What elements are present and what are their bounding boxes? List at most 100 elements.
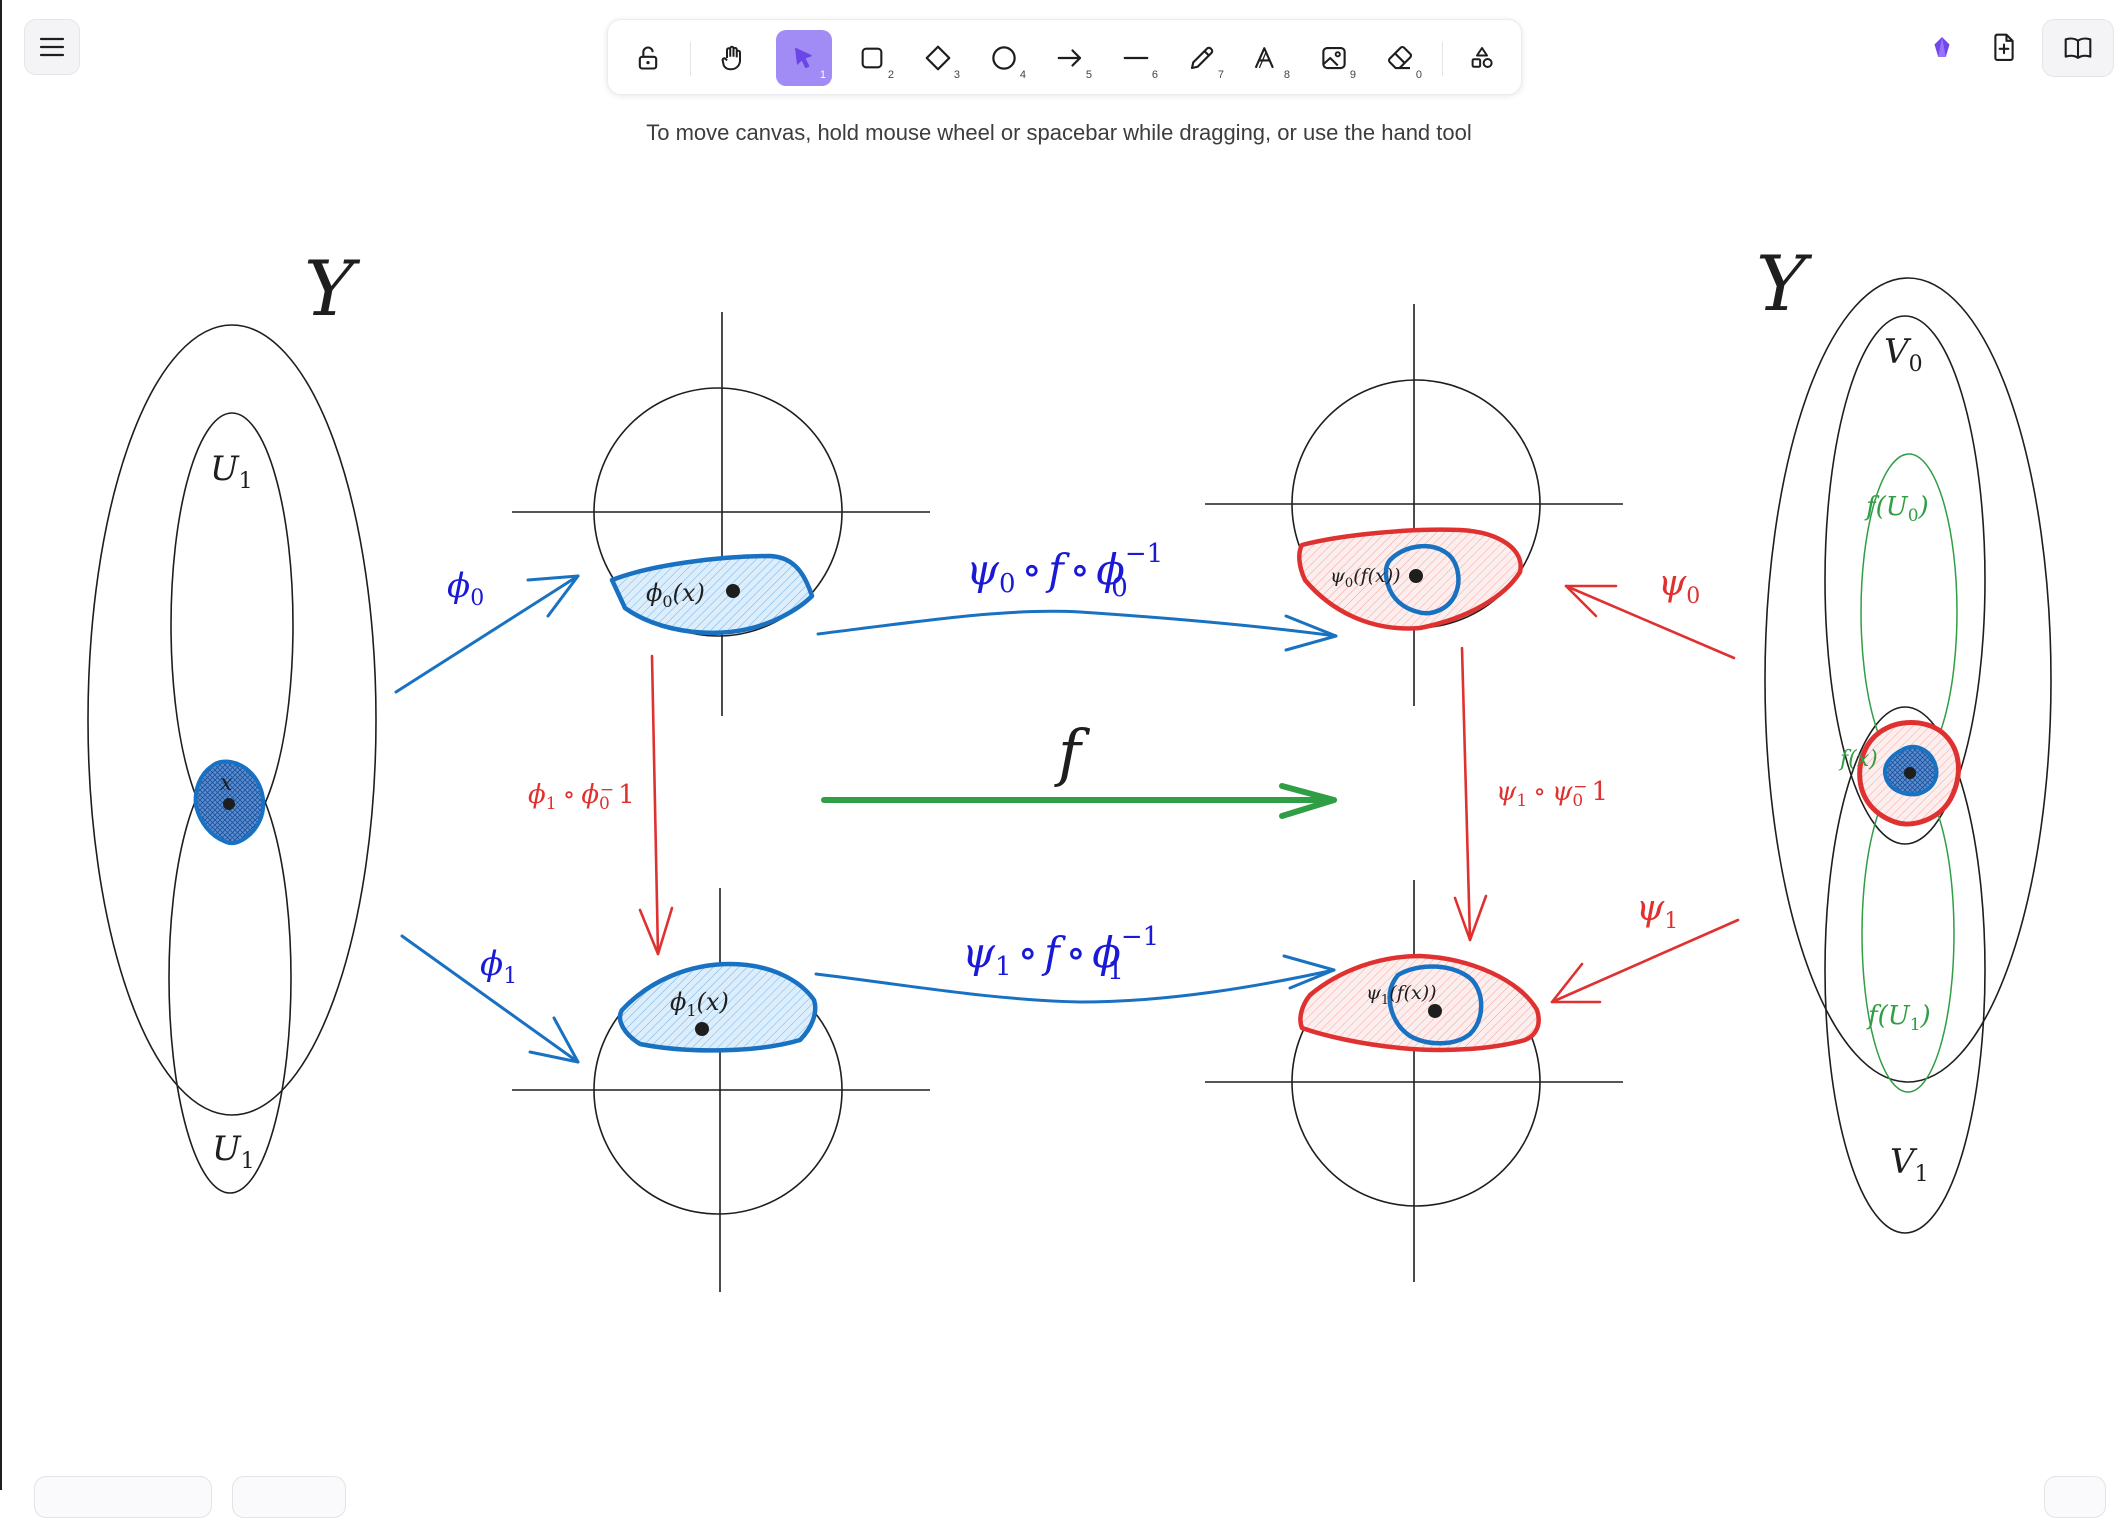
- v-lower-label: V1: [1890, 1142, 1929, 1187]
- shortcut-key: 3: [953, 69, 960, 81]
- fx-label: f(x): [1838, 747, 1878, 772]
- toolbar-separator: [690, 42, 691, 76]
- lock-tool-button[interactable]: [620, 30, 676, 86]
- unlock-icon: [638, 46, 658, 70]
- arrow-transition-bottom: [814, 954, 1336, 1004]
- text-icon: [1254, 47, 1274, 69]
- space-y-label-left: Y: [304, 244, 361, 333]
- help-button[interactable]: [2044, 1476, 2106, 1518]
- f-u0-label: f(U0): [1864, 492, 1929, 526]
- diamond-tool-button[interactable]: 3: [910, 30, 966, 86]
- hand-tool-button[interactable]: [704, 30, 760, 86]
- psi-transition-label: ψ1∘ψ0−1: [1496, 777, 1608, 811]
- arrow-tool-button[interactable]: 5: [1042, 30, 1098, 86]
- rectangle-icon: [861, 47, 883, 69]
- left-space-diagram: x Y U1 U1: [87, 244, 377, 1194]
- arrow-right-icon: [1057, 49, 1082, 67]
- arrow-psi1: [1550, 918, 1740, 1004]
- shortcut-key: 1: [819, 69, 826, 81]
- space-outer-ellipse: [87, 324, 377, 1116]
- f-arrow-label: f: [1054, 716, 1091, 789]
- shortcut-key: 5: [1085, 69, 1092, 81]
- extra-tools-button[interactable]: [1454, 30, 1510, 86]
- canvas-left-border: [0, 0, 2, 1490]
- main-menu-button[interactable]: [24, 19, 80, 75]
- diamond-icon: [925, 45, 951, 71]
- text-tool-button[interactable]: 8: [1240, 30, 1296, 86]
- psi0-arrow-label: ψ0: [1658, 563, 1700, 609]
- arrow-psi0: [1564, 584, 1736, 660]
- eraser-icon: [1387, 45, 1413, 70]
- shortcut-key: 8: [1283, 69, 1290, 81]
- phi1-arrow-label: ϕ1: [480, 944, 517, 989]
- psi0-fx-label: ψ0(f(x)): [1330, 565, 1401, 591]
- pencil-icon: [1190, 46, 1214, 70]
- phi1-x-label: ϕ1(x): [670, 988, 729, 1020]
- shortcut-key: 7: [1217, 69, 1224, 81]
- right-space-diagram: f(x) Y V0 V1 f(U0) f(U1): [1756, 239, 2052, 1234]
- chart-phi0-diagram: ϕ0(x): [512, 312, 930, 716]
- point-x-dot: [223, 798, 235, 810]
- image-phi0-region: [609, 553, 815, 636]
- phi0-arrow-label: ϕ0: [447, 566, 484, 611]
- chart-psi1-diagram: ψ1(f(x)): [1205, 880, 1623, 1282]
- arrow-psi-transition: [1453, 646, 1488, 942]
- selection-tool-button[interactable]: 1: [776, 30, 832, 86]
- psi1-arrow-label: ψ1: [1636, 888, 1678, 934]
- library-button[interactable]: [2042, 19, 2114, 77]
- new-document-button[interactable]: [1976, 19, 2032, 75]
- chart-phi1-diagram: ϕ1(x): [512, 888, 930, 1292]
- circle-icon: [992, 46, 1016, 70]
- u-lower-label: U1: [212, 1129, 255, 1174]
- psi1-fx-label: ψ1(f(x)): [1366, 982, 1437, 1008]
- phi-transition-label: ϕ1∘ϕ0−1: [528, 780, 635, 814]
- undo-redo-controls[interactable]: [232, 1476, 346, 1518]
- u-upper-label: U1: [210, 449, 253, 494]
- phi0-x-label: ϕ0(x): [646, 579, 705, 611]
- shortcut-key: 4: [1019, 69, 1026, 81]
- arrow-phi0: [394, 574, 580, 694]
- eraser-tool-button[interactable]: 0: [1372, 30, 1428, 86]
- shortcut-key: 2: [887, 69, 894, 81]
- image-psi1-region: [1298, 953, 1541, 1053]
- arrow-transition-top: [816, 609, 1338, 652]
- open-set-v-upper: [1824, 315, 1986, 845]
- image-psi0-fx-region: [1383, 544, 1461, 616]
- tool-palette: 1 2 3 4 5 6 7: [607, 19, 1522, 95]
- image-phi1-region: [617, 961, 818, 1053]
- space-y-label-right: Y: [1756, 239, 1813, 328]
- library-gem-icon: [1934, 37, 1950, 57]
- toolbar-separator: [1442, 42, 1443, 76]
- hand-icon: [721, 45, 741, 71]
- v-upper-label: V0: [1884, 332, 1923, 377]
- hamburger-icon: [39, 37, 65, 57]
- f-u1-label: f(U1): [1866, 1001, 1931, 1035]
- space-outer-ellipse: [1764, 277, 2052, 1083]
- point-x-label: x: [220, 771, 233, 796]
- arrow-phi-transition: [638, 654, 674, 956]
- open-set-v-lower: [1824, 706, 1986, 1234]
- zoom-controls[interactable]: [34, 1476, 212, 1518]
- collaborator-button[interactable]: [1914, 19, 1970, 75]
- draw-tool-button[interactable]: 7: [1174, 30, 1230, 86]
- shortcut-key: 0: [1415, 69, 1422, 81]
- shortcut-key: 9: [1349, 69, 1356, 81]
- shortcut-key: 6: [1151, 69, 1158, 81]
- image-psi1-fx-region: [1387, 964, 1484, 1046]
- book-open-icon: [2064, 37, 2092, 59]
- file-plus-icon: [1994, 33, 2014, 61]
- line-tool-button[interactable]: 6: [1108, 30, 1164, 86]
- canvas-hint: To move canvas, hold mouse wheel or spac…: [646, 120, 1472, 145]
- image-tool-button[interactable]: 9: [1306, 30, 1362, 86]
- rectangle-tool-button[interactable]: 2: [844, 30, 900, 86]
- pointer-arrow-icon: [795, 47, 812, 69]
- arrow-phi1: [400, 934, 580, 1064]
- shapes-icon: [1471, 47, 1493, 69]
- ellipse-tool-button[interactable]: 4: [976, 30, 1032, 86]
- image-icon: [1322, 46, 1346, 70]
- chart-psi0-diagram: ψ0(f(x)): [1205, 304, 1623, 706]
- line-icon: [1123, 56, 1149, 60]
